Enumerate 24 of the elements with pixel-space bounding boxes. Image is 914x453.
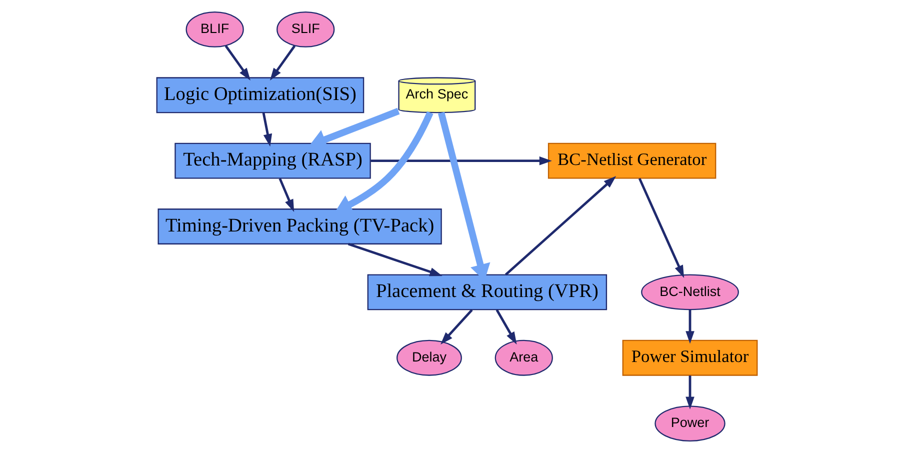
arrow — [270, 45, 296, 81]
arrow — [496, 309, 517, 345]
arrow — [262, 112, 272, 147]
arrow — [440, 309, 473, 344]
node-box: Logic Optimization(SIS) — [156, 77, 364, 114]
arrow — [370, 156, 552, 166]
node-box: Placement & Routing (VPR) — [367, 274, 608, 310]
arrow — [686, 310, 694, 344]
node-ellipse: SLIF — [276, 12, 335, 48]
node-ellipse: Delay — [396, 340, 462, 376]
node-box: Tech-Mapping (RASP) — [174, 142, 371, 179]
node-ellipse: Power — [654, 406, 726, 442]
node-box: Timing-Driven Packing (TV-Pack) — [158, 208, 442, 244]
arrow — [638, 178, 684, 278]
node-box: BC-Netlist Generator — [548, 142, 716, 179]
node-ellipse: BC-Netlist — [641, 274, 739, 310]
arrow — [348, 242, 442, 276]
node-ellipse: BLIF — [186, 12, 244, 48]
node-ellipse: Area — [494, 340, 553, 376]
arrow — [686, 376, 694, 410]
arrow — [278, 178, 294, 212]
arrow — [224, 45, 250, 81]
arrow — [504, 176, 616, 276]
node-box: Power Simulator — [622, 340, 758, 376]
